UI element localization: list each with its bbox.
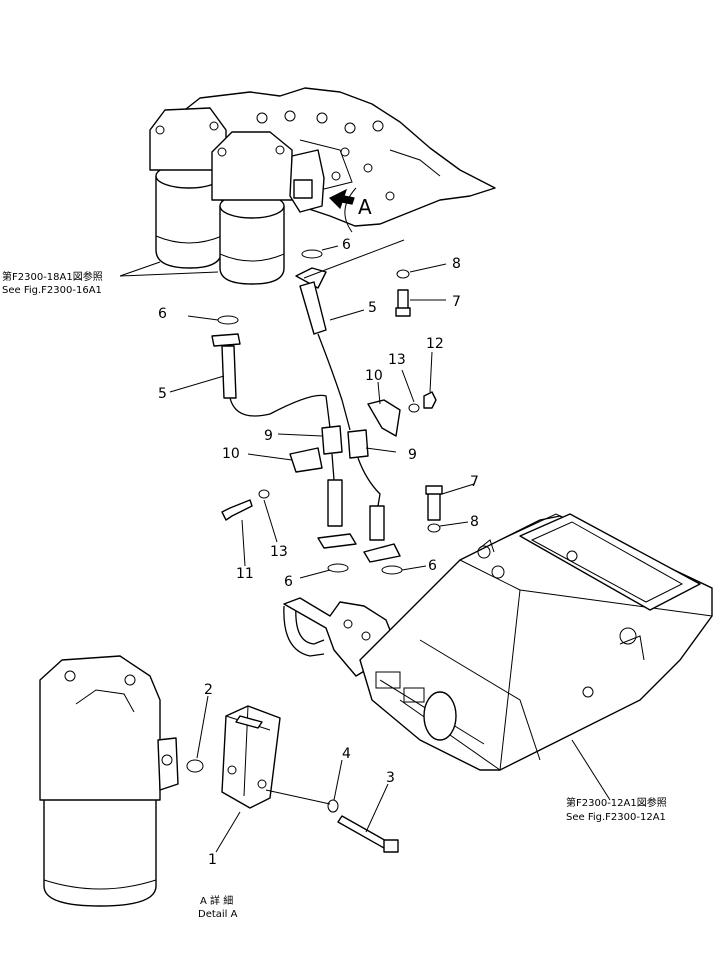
detail-a-filter: [39, 655, 179, 907]
callout-6: 6: [158, 306, 167, 322]
callout-10: 10: [222, 446, 240, 462]
filter-canister-front: [211, 131, 293, 285]
clamp-brackets: [247, 381, 401, 473]
callout-11: 11: [236, 566, 254, 582]
valve-block-top: [289, 149, 325, 213]
washer: [427, 523, 441, 533]
callout-3: 3: [386, 770, 395, 786]
view-marker-label: A: [358, 195, 372, 219]
callout-6: 6: [428, 558, 437, 574]
hose-assembly-left: [169, 333, 331, 429]
callout-5: 5: [368, 300, 377, 316]
hose-fittings-middle: [277, 425, 401, 563]
detail-a-valve: [221, 705, 331, 809]
callout-7: 7: [470, 474, 479, 490]
view-direction-arrow-icon: [328, 188, 355, 210]
callout-8: 8: [470, 514, 479, 530]
machine-body-frame: [359, 513, 713, 801]
callout-9: 9: [264, 428, 273, 444]
reference-note-bottom: 第F2300-12A1図参照 See Fig.F2300-12A1: [566, 796, 667, 823]
washer: [408, 403, 420, 413]
o-ring: [327, 563, 349, 573]
o-ring: [186, 759, 204, 773]
reference-note-top: 第F2300-18A1図参照 See Fig.F2300-16A1: [2, 261, 219, 296]
callout-12: 12: [426, 336, 444, 352]
view-a-indicator: A: [328, 187, 372, 233]
callout-7: 7: [452, 294, 461, 310]
callout-4: 4: [342, 746, 351, 762]
reference-jp-bottom: 第F2300-12A1図参照: [566, 796, 667, 809]
detail-caption-jp: A 詳 細: [200, 894, 233, 907]
hose-assembly-right: [295, 239, 405, 431]
reference-en-bottom: See Fig.F2300-12A1: [566, 812, 666, 823]
o-ring: [301, 249, 323, 259]
washer: [396, 269, 410, 279]
o-ring: [381, 565, 403, 575]
callout-2: 2: [204, 682, 213, 698]
callout-13: 13: [388, 352, 406, 368]
washer: [258, 489, 270, 499]
filter-canister-rear: [149, 107, 227, 269]
detail-caption-en: Detail A: [198, 909, 238, 920]
reference-jp-top: 第F2300-18A1図参照: [2, 270, 103, 283]
callout-13: 13: [270, 544, 288, 560]
o-ring: [217, 315, 239, 325]
detail-a-washer: [327, 799, 339, 813]
callout-labels: 6 8 7 6 5 12 13 10 5 9 10 9 7 8 13 11 6 …: [158, 237, 479, 868]
reference-en-top: See Fig.F2300-16A1: [2, 285, 102, 296]
callout-6: 6: [284, 574, 293, 590]
callout-5: 5: [158, 386, 167, 402]
bolt: [221, 499, 253, 521]
callout-10: 10: [365, 368, 383, 384]
nut: [423, 391, 437, 409]
callout-6: 6: [342, 237, 351, 253]
detail-a-bolt: [337, 815, 389, 849]
callout-9: 9: [408, 447, 417, 463]
callout-8: 8: [452, 256, 461, 272]
callout-1: 1: [208, 852, 217, 868]
detail-a-caption: A 詳 細 Detail A: [198, 894, 238, 920]
